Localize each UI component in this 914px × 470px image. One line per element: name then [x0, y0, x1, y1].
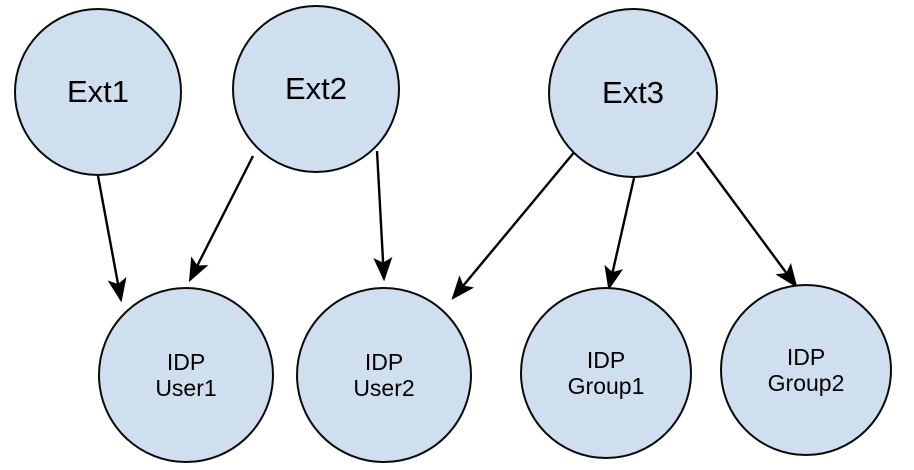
node-label-user1: IDP User1 [155, 348, 217, 401]
node-label-group2: IDP Group2 [767, 343, 845, 396]
node-group2[interactable]: IDP Group2 [720, 284, 892, 456]
edge-ext3-group2 [696, 151, 798, 288]
edges-group [96, 149, 798, 303]
edge-ext2-user2 [373, 150, 393, 282]
node-label-ext2: Ext2 [284, 71, 348, 107]
node-label-user2: IDP User2 [353, 348, 415, 401]
edge-ext2-user1 [188, 155, 255, 283]
node-ext1[interactable]: Ext1 [14, 8, 182, 176]
node-user2[interactable]: IDP User2 [296, 287, 472, 463]
node-user1[interactable]: IDP User1 [98, 287, 274, 463]
node-group1[interactable]: IDP Group1 [520, 287, 692, 459]
node-ext2[interactable]: Ext2 [232, 5, 400, 173]
node-label-ext3: Ext3 [601, 75, 665, 111]
node-ext3[interactable]: Ext3 [548, 8, 718, 178]
edge-ext3-group1 [604, 177, 636, 291]
edge-ext1-user1 [96, 175, 127, 303]
node-label-group1: IDP Group1 [567, 346, 645, 399]
edge-ext3-user2 [451, 149, 577, 300]
node-label-ext1: Ext1 [66, 74, 130, 110]
